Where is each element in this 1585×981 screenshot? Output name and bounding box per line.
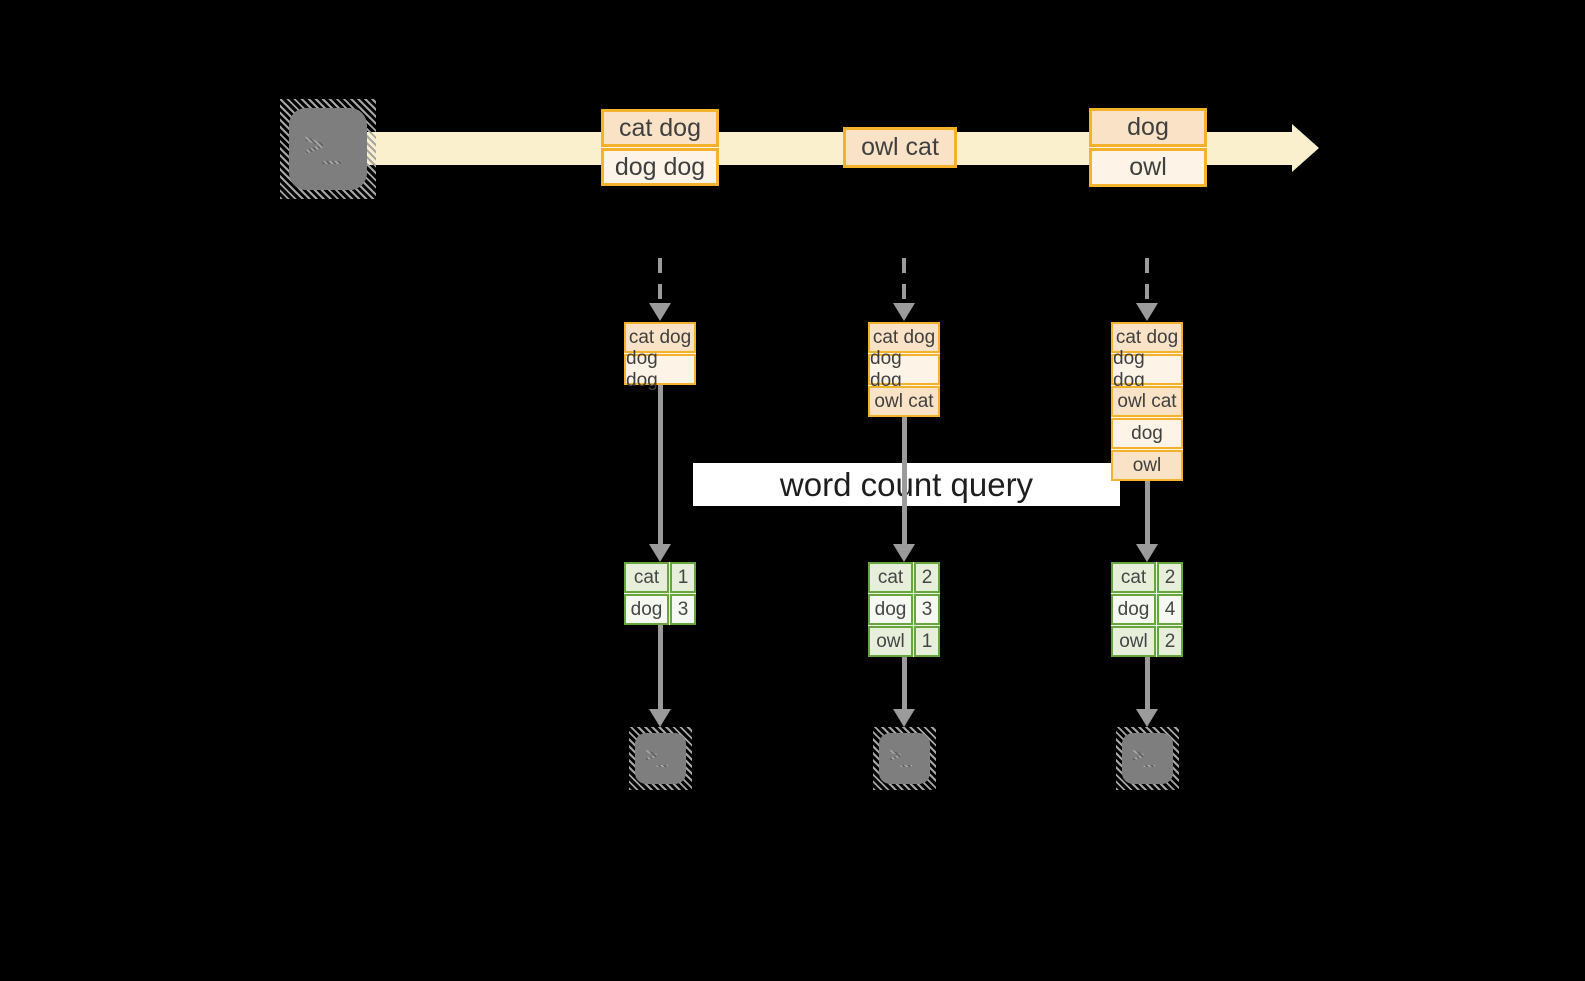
stream-arrowhead-icon [1292,124,1319,172]
table-word-cell: dog [624,594,669,625]
table-to-sink-arrowhead-icon [893,709,915,727]
table-count-cell: 2 [914,562,940,593]
terminal-screen: >_ [635,733,686,784]
table-to-sink-arrow [658,625,663,713]
table-word-cell: cat [868,562,913,593]
stack-to-table-arrowhead-icon [649,544,671,562]
terminal-prompt-icon: >_ [304,125,343,165]
stack-to-table-arrowhead-icon [893,544,915,562]
terminal-screen: >_ [879,733,930,784]
terminal-prompt-icon: >_ [645,743,669,767]
buffer-record-cell: dog dog [624,348,696,391]
table-count-cell: 3 [914,594,940,625]
buffer-record-cell: owl cat [1111,386,1183,417]
stream-record-box: owl cat [843,127,957,168]
table-word-cell: cat [624,562,669,593]
buffer-record-cell: dog dog [1111,348,1183,391]
buffer-record-cell: owl [1111,450,1183,481]
result-terminal-icon: >_ [629,727,692,790]
table-word-cell: dog [868,594,913,625]
table-to-sink-arrowhead-icon [649,709,671,727]
stream-record-cell: owl cat [843,127,957,168]
stack-to-table-arrowhead-icon [1136,544,1158,562]
terminal-prompt-icon: >_ [889,743,913,767]
table-to-sink-arrow [902,657,907,713]
table-count-cell: 2 [1157,562,1183,593]
terminal-screen: >_ [1122,733,1173,784]
stack-to-table-arrow [902,417,907,548]
table-word-cell: dog [1111,594,1156,625]
stream-record-cell: dog [1089,108,1207,147]
buffer-record-cell: cat dog [1111,322,1183,353]
stack-to-table-arrow [658,385,663,548]
stream-record-cell: cat dog [601,109,719,147]
buffer-record-cell: cat dog [868,322,940,353]
ingest-arrowhead-icon [1136,303,1158,321]
ingest-arrowhead-icon [893,303,915,321]
table-count-cell: 4 [1157,594,1183,625]
buffer-record-cell: cat dog [624,322,696,353]
buffer-record-cell: dog [1111,418,1183,449]
table-count-cell: 3 [670,594,696,625]
ingest-dashed-arrow [658,258,662,304]
table-word-cell: owl [1111,626,1156,657]
table-to-sink-arrow [1145,657,1150,713]
stream-source-terminal-icon: >_ [280,99,376,199]
stack-to-table-arrow [1145,481,1150,548]
buffer-record-cell: owl cat [868,386,940,417]
table-word-cell: owl [868,626,913,657]
table-word-cell: cat [1111,562,1156,593]
stream-record-cell: owl [1089,148,1207,187]
result-terminal-icon: >_ [1116,727,1179,790]
stream-record-cell: dog dog [601,148,719,186]
ingest-dashed-arrow [902,258,906,304]
terminal-prompt-icon: >_ [1132,743,1156,767]
ingest-arrowhead-icon [649,303,671,321]
table-to-sink-arrowhead-icon [1136,709,1158,727]
table-count-cell: 2 [1157,626,1183,657]
buffer-record-cell: dog dog [868,348,940,391]
table-count-cell: 1 [914,626,940,657]
terminal-screen: >_ [289,108,367,190]
table-count-cell: 1 [670,562,696,593]
result-terminal-icon: >_ [873,727,936,790]
ingest-dashed-arrow [1145,258,1149,304]
